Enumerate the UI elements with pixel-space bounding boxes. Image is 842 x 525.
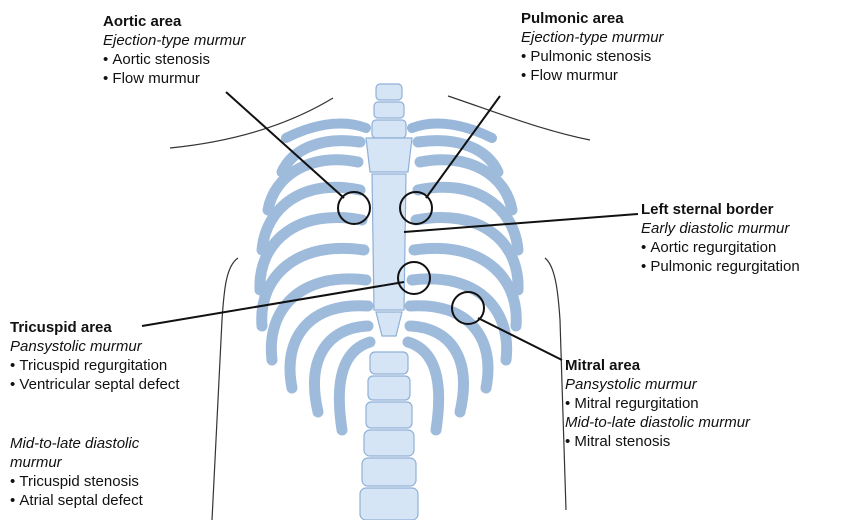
pulmonic-area-item: Flow murmur	[521, 66, 664, 85]
tricuspid-area-subtitle: Pansystolic murmur	[10, 337, 180, 356]
pulmonic-area-subtitle: Ejection-type murmur	[521, 28, 664, 47]
mitral-area-label: Mitral area Pansystolic murmur Mitral re…	[565, 356, 750, 451]
mitral-area-subtitle: Pansystolic murmur	[565, 375, 750, 394]
tricuspid-diastolic-item: Tricuspid stenosis	[10, 472, 190, 491]
mitral-diastolic-item: Mitral stenosis	[565, 432, 750, 451]
pulmonic-area-label: Pulmonic area Ejection-type murmur Pulmo…	[521, 9, 664, 85]
mitral-diastolic-subtitle: Mid-to-late diastolic murmur	[565, 413, 750, 432]
pulmonic-leader-line	[426, 96, 500, 198]
tricuspid-area-item: Ventricular septal defect	[10, 375, 180, 394]
ribs-left	[260, 141, 370, 430]
tricuspid-area-item: Tricuspid regurgitation	[10, 356, 180, 375]
right-arm-line	[545, 258, 566, 510]
aortic-area-label: Aortic area Ejection-type murmur Aortic …	[103, 12, 246, 88]
tricuspid-diastolic-item: Atrial septal defect	[10, 491, 190, 510]
tricuspid-diastolic-subtitle: Mid-to-late diastolic murmur	[10, 434, 190, 472]
left-sternal-border-item: Pulmonic regurgitation	[641, 257, 800, 276]
left-shoulder-line	[170, 98, 333, 148]
aortic-area-title: Aortic area	[103, 12, 246, 31]
pulmonic-area-title: Pulmonic area	[521, 9, 664, 28]
ribs-right	[408, 141, 518, 430]
left-sternal-border-title: Left sternal border	[641, 200, 800, 219]
pulmonic-area-item: Pulmonic stenosis	[521, 47, 664, 66]
tricuspid-area-label: Tricuspid area Pansystolic murmur Tricus…	[10, 318, 180, 394]
left-arm-line	[212, 258, 238, 520]
left-sternal-border-label: Left sternal border Early diastolic murm…	[641, 200, 800, 276]
aortic-area-item: Flow murmur	[103, 69, 246, 88]
mitral-area-item: Mitral regurgitation	[565, 394, 750, 413]
aortic-area-item: Aortic stenosis	[103, 50, 246, 69]
left-sternal-border-item: Aortic regurgitation	[641, 238, 800, 257]
tricuspid-diastolic-label: Mid-to-late diastolic murmur Tricuspid s…	[10, 434, 190, 510]
left-sternal-border-subtitle: Early diastolic murmur	[641, 219, 800, 238]
aortic-area-subtitle: Ejection-type murmur	[103, 31, 246, 50]
mitral-area-title: Mitral area	[565, 356, 750, 375]
tricuspid-area-title: Tricuspid area	[10, 318, 180, 337]
